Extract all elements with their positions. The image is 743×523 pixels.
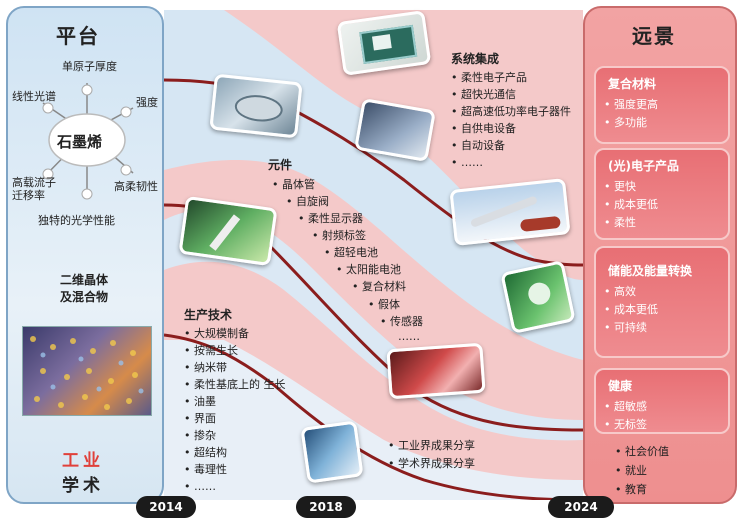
component-item: 射频标签 — [312, 227, 366, 243]
component-item: 太阳能电池 — [336, 261, 401, 277]
component-item: 自旋阀 — [286, 193, 329, 209]
system-integration-title: 系统集成 — [451, 52, 500, 66]
card-item: 可持续 — [604, 319, 720, 337]
production-title: 生产技术 — [184, 308, 233, 322]
sharing-industry: 工业界成果分享 — [388, 437, 475, 455]
platform-panel: 平台 石墨烯 单原子厚度 强度 高柔韧性 独特的光学性能 高载流子 迁移率 线性… — [6, 6, 164, 504]
property-flexibility: 高柔韧性 — [114, 180, 158, 193]
component-item: 超轻电池 — [324, 244, 378, 260]
card-item: 高效 — [604, 283, 720, 301]
vision-footer-list: 社会价值 就业 教育 — [615, 442, 669, 499]
graphene-center-label: 石墨烯 — [57, 133, 103, 151]
property-optical: 独特的光学性能 — [38, 214, 115, 227]
industry-label: 工业 — [62, 451, 104, 471]
card-item: 多功能 — [604, 114, 720, 132]
sharing-list: 工业界成果分享 学术界成果分享 — [388, 437, 475, 473]
vision-card-electronics: (光)电子产品 更快 成本更低 柔性 — [594, 148, 730, 240]
card-item: 更快 — [604, 178, 720, 196]
year-2024: 2024 — [548, 496, 614, 518]
production-item: 毒理性 — [184, 461, 286, 478]
production-item: 按需生长 — [184, 342, 286, 359]
production-item: 超结构 — [184, 444, 286, 461]
graphene-hub-diagram — [42, 83, 134, 200]
sharing-academia: 学术界成果分享 — [388, 455, 475, 473]
footer-item-employment: 就业 — [615, 461, 669, 480]
footer-item-social-value: 社会价值 — [615, 442, 669, 461]
production-item: 大规模制备 — [184, 325, 286, 342]
property-linear-spectrum: 线性光谱 — [12, 90, 56, 103]
crystal-structure-image — [22, 326, 152, 416]
property-single-atom-thickness: 单原子厚度 — [62, 60, 117, 73]
card-item: 强度更高 — [604, 96, 720, 114]
year-2018: 2018 — [296, 496, 356, 518]
components-title: 元件 — [268, 158, 293, 172]
vision-card-health: 健康 超敏感 无标签 — [594, 368, 730, 434]
sensor-material-image — [386, 342, 486, 400]
system-item: 自供电设备 — [451, 120, 571, 137]
card-heading: (光)电子产品 — [608, 159, 679, 173]
card-item: 柔性 — [604, 214, 720, 232]
mechanical-part-image — [209, 73, 303, 139]
system-item: 柔性电子产品 — [451, 69, 571, 86]
lab-image — [300, 420, 364, 484]
production-item: 油墨 — [184, 393, 286, 410]
production-item: 纳米带 — [184, 359, 286, 376]
card-heading: 健康 — [608, 379, 633, 393]
production-item: …… — [184, 478, 286, 495]
system-item: 超高速低功率电子器件 — [451, 103, 571, 120]
hybrid-label-line1: 二维晶体 — [60, 273, 109, 287]
production-item: 掺杂 — [184, 427, 286, 444]
hybrid-label-line2: 及混合物 — [60, 290, 109, 304]
component-item: …… — [398, 330, 420, 343]
card-item: 成本更低 — [604, 301, 720, 319]
production-item: 柔性基底上的 生长 — [184, 376, 286, 393]
production-item: 界面 — [184, 410, 286, 427]
card-heading: 储能及能量转换 — [608, 264, 693, 278]
component-item: 复合材料 — [352, 278, 406, 294]
phone-device-image — [500, 260, 576, 334]
component-item: 假体 — [368, 296, 400, 312]
vision-card-composites: 复合材料 强度更高 多功能 — [594, 66, 730, 144]
card-item: 成本更低 — [604, 196, 720, 214]
system-item: 自动设备 — [451, 137, 571, 154]
system-item: 超快光通信 — [451, 86, 571, 103]
platform-title: 平台 — [56, 24, 100, 48]
production-list: 生产技术 大规模制备 按需生长 纳米带 柔性基底上的 生长 油墨 界面 掺杂 超… — [184, 306, 286, 495]
component-item: 晶体管 — [272, 176, 315, 192]
vision-panel: 远景 复合材料 强度更高 多功能 (光)电子产品 更快 成本更低 柔性 储能及能… — [583, 6, 737, 504]
vision-title: 远景 — [632, 24, 676, 48]
card-item: 超敏感 — [604, 398, 720, 416]
system-integration-list: 系统集成 柔性电子产品 超快光通信 超高速低功率电子器件 自供电设备 自动设备 … — [451, 50, 571, 171]
property-carrier-mobility: 高载流子 迁移率 — [12, 176, 56, 202]
component-item: 柔性显示器 — [298, 210, 363, 226]
component-item: 传感器 — [380, 313, 423, 329]
vision-card-energy: 储能及能量转换 高效 成本更低 可持续 — [594, 246, 730, 358]
property-strength: 强度 — [136, 96, 158, 109]
system-item: …… — [451, 154, 571, 171]
card-heading: 复合材料 — [608, 77, 657, 91]
academia-label: 学术 — [62, 476, 104, 496]
card-item: 无标签 — [604, 416, 720, 434]
footer-item-education: 教育 — [615, 480, 669, 499]
year-2014: 2014 — [136, 496, 196, 518]
